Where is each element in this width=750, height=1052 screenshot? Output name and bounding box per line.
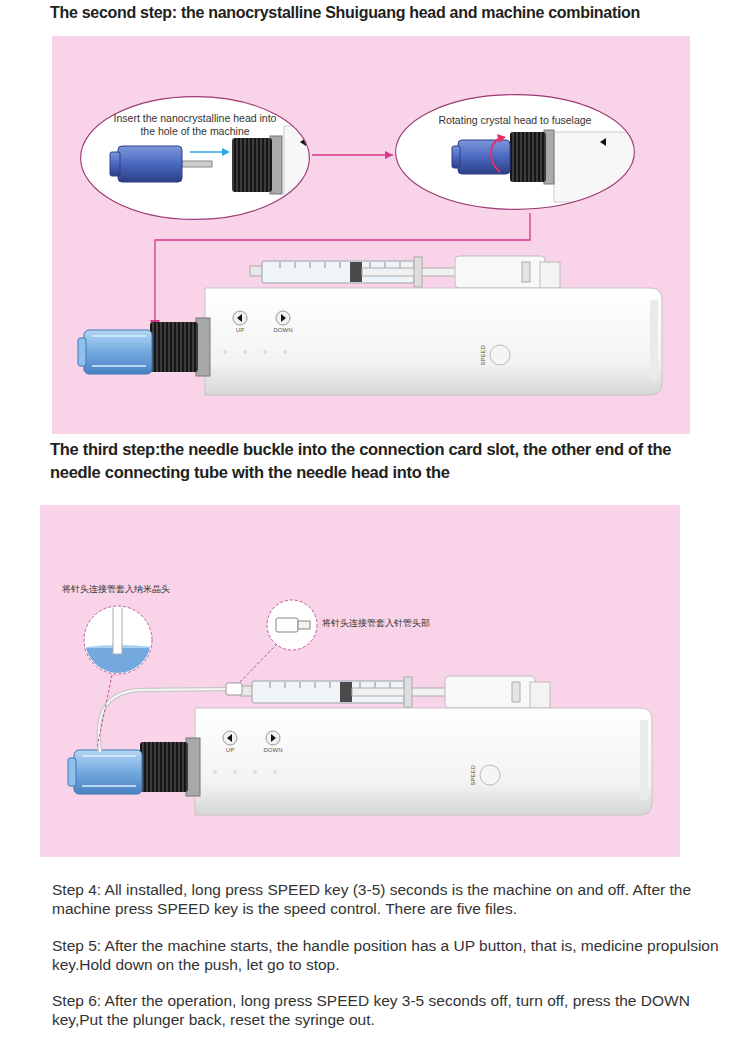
device-pen xyxy=(68,676,652,815)
ellipse-outline xyxy=(396,95,635,210)
insert-illustration xyxy=(232,138,272,192)
magnifier-circle xyxy=(113,604,122,654)
device-pen xyxy=(78,256,662,395)
magnifier-circle xyxy=(97,675,112,748)
button-label: UP xyxy=(236,327,244,334)
rotate-illustration xyxy=(600,138,606,146)
insert-illustration xyxy=(110,152,120,176)
magnifier-circle xyxy=(80,600,317,748)
connecting-tube xyxy=(226,683,242,695)
callout-ellipse: Insert the nanocrystalline head into the… xyxy=(80,96,310,220)
connecting-tube xyxy=(99,689,230,752)
connecting-tube xyxy=(99,689,230,752)
ellipse-outline xyxy=(81,97,310,220)
callout-note: 将针头连接管套入针管头部 xyxy=(322,619,430,629)
rotate-illustration xyxy=(452,146,460,168)
callout-text: Rotating crystal head to fuselage xyxy=(415,114,615,127)
insert-illustration xyxy=(110,126,324,222)
connecting-tube xyxy=(99,683,242,752)
rotate-illustration xyxy=(497,134,506,143)
rotate-illustration xyxy=(510,132,546,182)
button-label: DOWN xyxy=(264,747,283,754)
magnifier-circle xyxy=(267,600,317,650)
step-heading: The second step: the nanocrystalline Shu… xyxy=(50,4,640,22)
callout-ellipse-fill xyxy=(81,95,634,219)
insert-illustration xyxy=(222,148,230,156)
insert-illustration xyxy=(190,151,222,153)
callout-text: Insert the nanocrystalline head into the… xyxy=(106,112,284,138)
rotate-illustration xyxy=(491,138,500,172)
step-heading: The third step:the needle buckle into th… xyxy=(50,438,710,484)
button-label: UP xyxy=(226,747,234,754)
callout-note: 将针头连接管套入纳米晶头 xyxy=(62,585,170,595)
button-label: DOWN xyxy=(274,327,293,334)
button-label: SPEED xyxy=(480,345,487,365)
magnifier-circle xyxy=(80,604,160,678)
rotate-illustration xyxy=(452,130,644,202)
pink-panel xyxy=(40,505,680,857)
magnifier-circle xyxy=(298,621,310,629)
magnifier-circle xyxy=(276,618,298,632)
callout-ellipse-fill xyxy=(81,97,309,219)
step-text: Step 5: After the machine starts, the ha… xyxy=(52,936,742,974)
pink-panel xyxy=(52,36,690,434)
button-label: SPEED xyxy=(470,765,477,785)
step-text: Step 4: All installed, long press SPEED … xyxy=(52,880,742,918)
insert-illustration xyxy=(182,161,212,167)
magnifier-circle xyxy=(240,644,277,682)
arrow-head xyxy=(385,151,393,159)
connector-arrow xyxy=(312,154,393,156)
step-text: Step 6: After the operation, long press … xyxy=(52,991,742,1029)
ellipse-outline xyxy=(395,94,635,210)
insert-illustration xyxy=(118,146,182,182)
rotate-illustration xyxy=(458,140,510,174)
callout-ellipse: Rotating crystal head to fuselage xyxy=(395,94,635,210)
connector-arrow xyxy=(312,151,393,159)
